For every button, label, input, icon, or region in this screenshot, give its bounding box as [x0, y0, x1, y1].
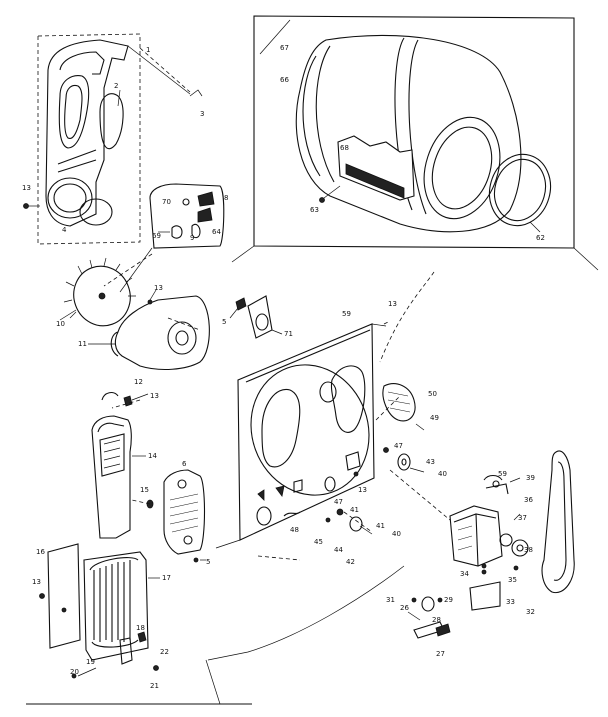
- part-labels: 1 2 3 4 13 70 8 64 9 69 10 13 11 5 71 12…: [22, 44, 545, 690]
- leader-lines: [103, 47, 451, 661]
- part-label-13f: 13: [358, 486, 367, 494]
- part-label-20: 20: [70, 668, 79, 676]
- part-label-13d: 13: [32, 578, 41, 586]
- part-label-28: 28: [432, 616, 441, 624]
- part-label-19: 19: [86, 658, 95, 666]
- idler-bracket: [483, 474, 521, 495]
- part-label-27: 27: [436, 650, 445, 658]
- part-label-13b: 13: [154, 284, 163, 292]
- heater-assembly: [39, 543, 160, 679]
- part-label-40b: 40: [392, 530, 401, 538]
- thermostat-plate: [146, 469, 206, 563]
- part-label-2: 2: [114, 82, 118, 90]
- part-label-17: 17: [162, 574, 171, 582]
- part-label-33: 33: [506, 598, 515, 606]
- part-label-50: 50: [428, 390, 437, 398]
- part-label-21: 21: [150, 682, 159, 690]
- blower-housing: [88, 289, 210, 371]
- part-label-68: 68: [340, 144, 349, 152]
- cover-plate: [382, 383, 425, 431]
- part-label-41: 41: [350, 506, 359, 514]
- part-label-63: 63: [310, 206, 319, 214]
- part-label-49: 49: [430, 414, 439, 422]
- part-label-16: 16: [36, 548, 45, 556]
- front-duct-group: [23, 33, 203, 245]
- part-label-39: 39: [526, 474, 535, 482]
- part-label-34: 34: [460, 570, 469, 578]
- part-label-62: 62: [536, 234, 545, 242]
- part-label-6: 6: [182, 460, 187, 468]
- part-label-43: 43: [426, 458, 435, 466]
- part-label-26: 26: [400, 604, 409, 612]
- motor-assembly: [449, 505, 529, 571]
- lint-seal-2: [99, 93, 124, 150]
- part-label-12: 12: [134, 378, 143, 386]
- switch-bracket: [229, 295, 283, 339]
- part-label-3: 3: [200, 110, 204, 118]
- part-label-39b: 59: [498, 470, 507, 478]
- part-label-59: 59: [342, 310, 351, 318]
- part-label-29: 29: [444, 596, 453, 604]
- part-label-5: 5: [222, 318, 226, 326]
- part-label-38: 38: [524, 546, 533, 554]
- part-label-45: 45: [314, 538, 323, 546]
- bearing-group: [325, 447, 425, 535]
- part-label-13: 13: [22, 184, 31, 192]
- part-label-13e: 13: [388, 300, 397, 308]
- lower-bracket: [407, 569, 501, 639]
- part-label-66: 66: [280, 76, 289, 84]
- part-label-9: 9: [190, 234, 194, 242]
- part-label-35: 35: [508, 576, 517, 584]
- drum-group: [231, 15, 599, 271]
- drive-belt: [541, 450, 575, 594]
- part-label-22: 22: [160, 648, 169, 656]
- seal-4: [79, 198, 113, 226]
- part-label-8: 8: [224, 194, 228, 202]
- thermostat-group: [119, 183, 225, 293]
- part-label-44: 44: [334, 546, 343, 554]
- part-label-32: 32: [526, 608, 535, 616]
- part-label-70: 70: [162, 198, 171, 206]
- part-label-36: 36: [524, 496, 533, 504]
- part-label-18: 18: [136, 624, 145, 632]
- part-label-47b: 47: [334, 498, 343, 506]
- part-label-11: 11: [78, 340, 87, 348]
- part-label-4: 4: [62, 226, 67, 234]
- part-label-15: 15: [140, 486, 149, 494]
- part-label-31: 31: [386, 596, 395, 604]
- part-label-13c: 13: [150, 392, 159, 400]
- part-label-40: 40: [438, 470, 447, 478]
- part-label-41b: 41: [376, 522, 385, 530]
- part-label-47: 47: [394, 442, 403, 450]
- part-label-64: 64: [212, 228, 221, 236]
- part-label-5b: 5: [206, 558, 210, 566]
- part-label-71: 71: [284, 330, 293, 338]
- part-label-1: 1: [146, 46, 150, 54]
- part-label-10: 10: [56, 320, 65, 328]
- part-label-48: 48: [290, 526, 299, 534]
- blower-wheel: [59, 257, 136, 327]
- part-label-14: 14: [148, 452, 157, 460]
- exhaust-duct: [91, 391, 149, 539]
- part-label-42: 42: [346, 558, 355, 566]
- part-label-37: 37: [518, 514, 527, 522]
- part-label-67: 67: [280, 44, 289, 52]
- rear-bulkhead: [215, 323, 387, 549]
- part-label-69: 69: [152, 232, 161, 240]
